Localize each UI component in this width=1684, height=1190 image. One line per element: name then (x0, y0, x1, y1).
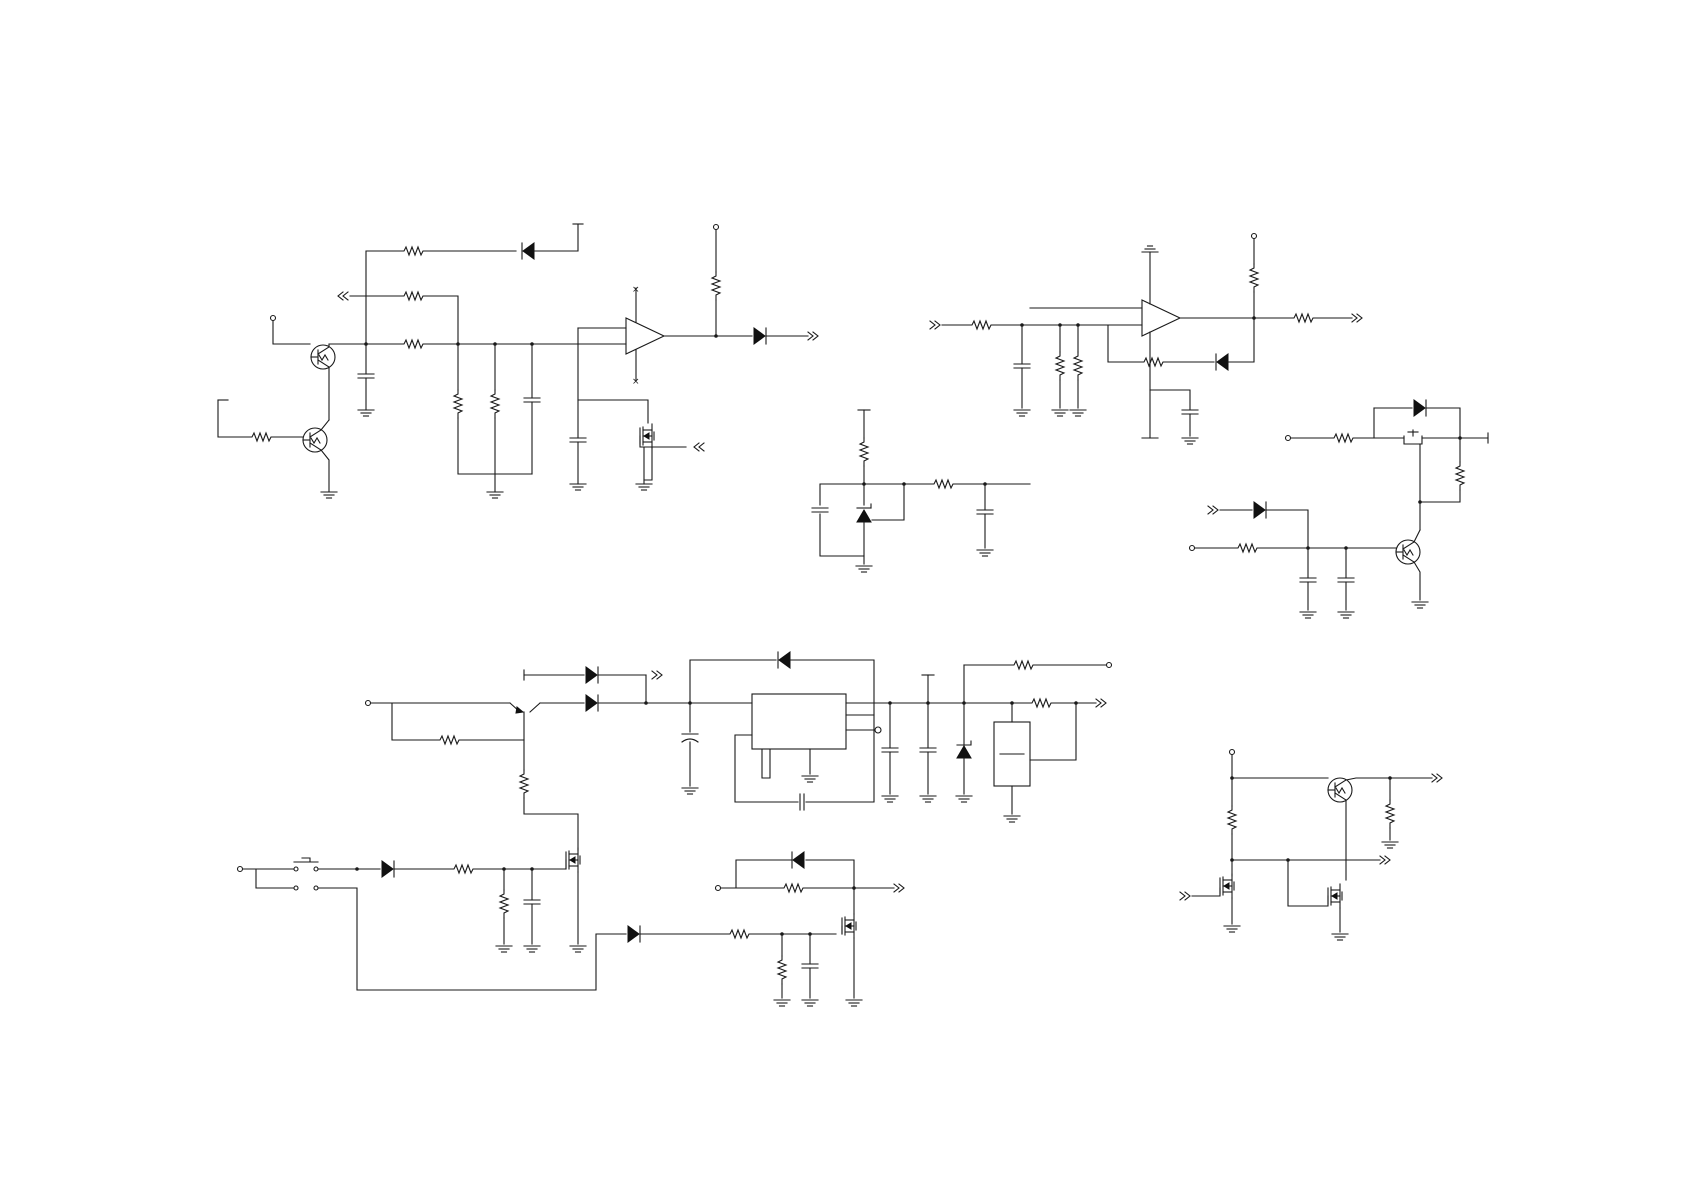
reference-regulator-block (812, 410, 1030, 572)
svg-text:×: × (632, 285, 640, 295)
svg-text:×: × (632, 377, 640, 387)
output-switch-block (1180, 750, 1442, 941)
power-switch-regulator-block (238, 652, 1112, 1006)
input-filter-opamp-block (930, 234, 1362, 445)
gate-driver-block (1190, 400, 1489, 618)
sensor-comparator-block: × × (218, 224, 818, 498)
